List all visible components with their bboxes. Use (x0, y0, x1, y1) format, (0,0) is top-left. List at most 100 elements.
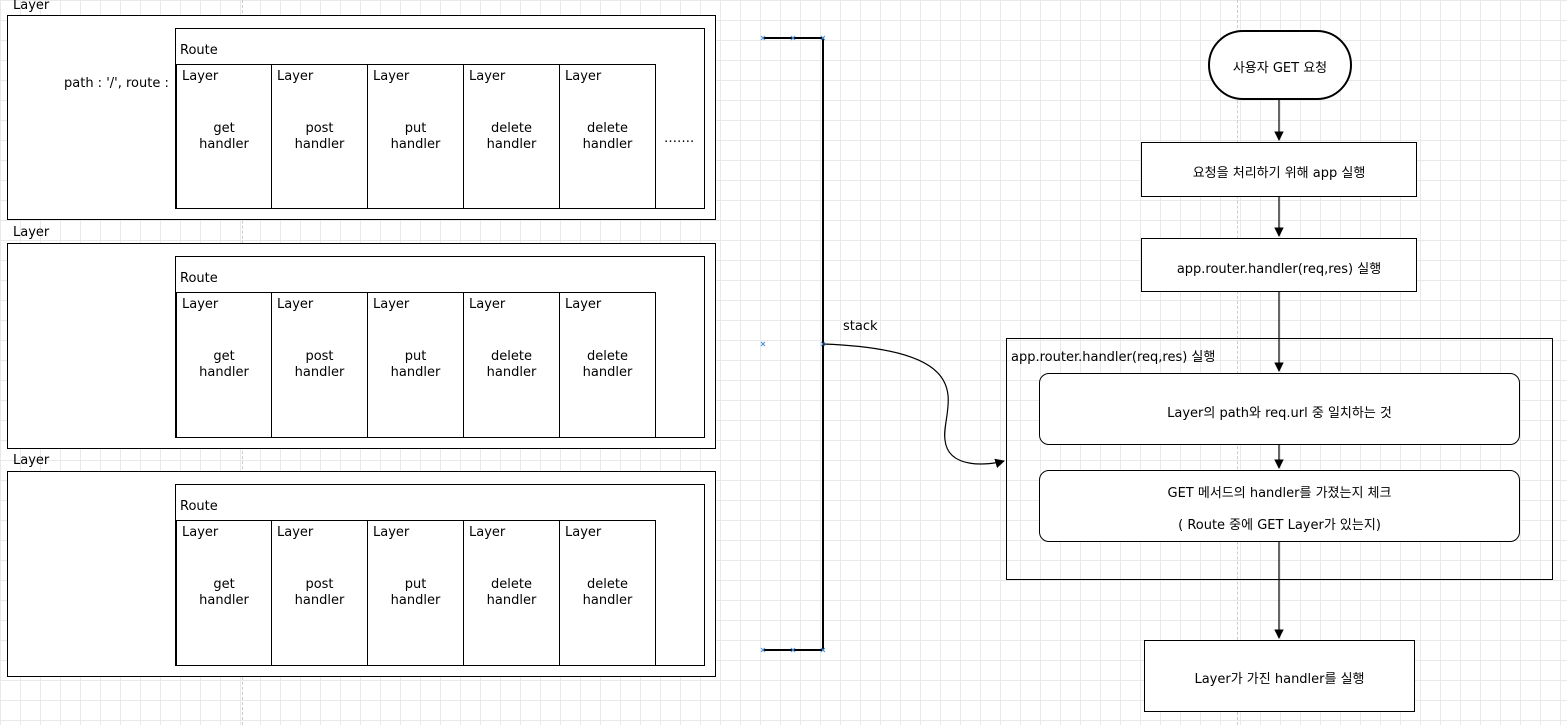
cell-method: post (305, 349, 334, 364)
cell-layer-label: Layer (565, 69, 602, 84)
flow-step-app[interactable]: 요청을 처리하기 위해 app 실행 (1141, 142, 1417, 197)
cell-handler: handler (390, 593, 441, 608)
flow-substep-check[interactable]: GET 메서드의 handler를 가졌는지 체크 ( Route 중에 GET… (1039, 470, 1520, 542)
cell-handler: handler (582, 137, 633, 152)
stack-connector-arrow[interactable] (822, 343, 1005, 468)
flow-start-terminal[interactable]: 사용자 GET 요청 (1208, 30, 1352, 100)
router-group-title: app.router.handler(req,res) 실행 (1011, 350, 1216, 365)
cell-method: put (404, 349, 427, 364)
cell-method: get (213, 349, 235, 364)
cell-layer-label: Layer (373, 297, 410, 312)
cell-layer-label: Layer (182, 297, 219, 312)
cell-method: delete (491, 349, 532, 364)
layer-label: Layer (13, 453, 50, 468)
cell-method: put (404, 577, 427, 592)
layer-label: Layer (13, 0, 50, 13)
cell-method: delete (587, 577, 628, 592)
flow-step-router[interactable]: app.router.handler(req,res) 실행 (1141, 238, 1417, 292)
cell-handler: handler (294, 365, 345, 380)
flow-substep-match[interactable]: Layer의 path와 req.url 중 일치하는 것 (1039, 373, 1520, 445)
guide-line (1237, 0, 1238, 725)
cell-layer-label: Layer (373, 525, 410, 540)
stack-label: stack (843, 319, 878, 334)
cell-method: put (404, 121, 427, 136)
cell-layer-label: Layer (277, 69, 314, 84)
cell-method: delete (491, 577, 532, 592)
cell-handler: handler (199, 365, 249, 380)
cell-layer-label: Layer (373, 69, 410, 84)
flow-start-text: 사용자 GET 요청 (1232, 61, 1328, 76)
cell-handler: handler (486, 137, 537, 152)
cell-handler: handler (582, 593, 633, 608)
router-handler-group[interactable]: app.router.handler(req,res) 실행 (1006, 338, 1553, 580)
stack-bracket[interactable] (763, 37, 824, 651)
path-route-label: path : '/', route : (64, 76, 169, 91)
flow-end-step[interactable]: Layer가 가진 handler를 실행 (1144, 640, 1415, 712)
cell-layer-label: Layer (565, 297, 602, 312)
cell-method: get (213, 121, 235, 136)
cell-handler: handler (486, 593, 537, 608)
selection-markers (760, 35, 826, 653)
cell-method: post (305, 577, 334, 592)
cell-handler: handler (390, 365, 441, 380)
cell-layer-label: Layer (277, 297, 314, 312)
flow-step-router-text: app.router.handler(req,res) 실행 (1176, 262, 1382, 277)
flow-step-app-text: 요청을 처리하기 위해 app 실행 (1192, 166, 1366, 181)
flow-substep-check-line2: ( Route 중에 GET Layer가 있는지) (1178, 518, 1381, 533)
route-label: Route (180, 271, 218, 286)
cell-handler: handler (486, 365, 537, 380)
cell-layer-label: Layer (469, 297, 506, 312)
cell-method: get (213, 577, 235, 592)
cell-method: post (305, 121, 334, 136)
cell-handler: handler (199, 137, 249, 152)
cell-handler: handler (294, 137, 345, 152)
flow-substep-match-text: Layer의 path와 req.url 중 일치하는 것 (1167, 406, 1392, 421)
cell-layer-label: Layer (469, 69, 506, 84)
cell-handler: handler (294, 593, 345, 608)
cell-method: delete (587, 121, 628, 136)
route-label: Route (180, 499, 218, 514)
cell-layer-label: Layer (277, 525, 314, 540)
flow-substep-check-line1: GET 메서드의 handler를 가졌는지 체크 (1167, 486, 1392, 501)
layer-label: Layer (13, 225, 50, 240)
cell-handler: handler (199, 593, 249, 608)
cell-layer-label: Layer (182, 69, 219, 84)
cell-handler: handler (582, 365, 633, 380)
more-ellipsis: ……. (664, 131, 695, 146)
cell-layer-label: Layer (182, 525, 219, 540)
route-label: Route (180, 43, 218, 58)
